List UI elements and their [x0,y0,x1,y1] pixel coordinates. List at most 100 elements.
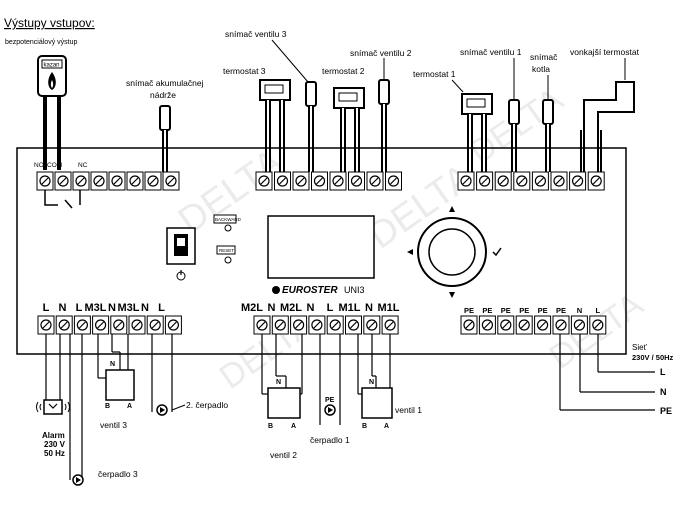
bottom-terminal-middle-7 [363,315,381,335]
valve-1-a: A [384,423,389,430]
label-snimac-ventilu-1: snímač ventilu 1 [460,47,522,57]
top-terminal-block-middle [255,171,402,191]
sensor-ventil-2-icon [378,58,390,172]
valve-2-a: A [291,423,296,430]
label-akum-2: nádrže [150,90,176,100]
bottom-terminal-left-6 [128,315,146,335]
bottom-terminal-middle-5 [326,315,344,335]
pump-1-pe: PE [325,397,335,404]
bottom-label-left-7: N [141,302,149,314]
label-siet-pe: PE [660,406,672,416]
bottom-terminal-right-2 [478,315,496,335]
bottom-label-middle-7: N [365,302,373,314]
top-terminal-right-6 [550,171,568,191]
bottom-label-left-6: M3L [118,302,140,314]
bottom-terminal-left-4 [92,315,110,335]
valve-2-n: N [276,379,281,386]
reset-label: RESET [219,248,234,253]
bottom-label-middle-2: N [268,302,276,314]
top-terminal-left-3 [72,171,90,191]
alarm-label-1: Alarm [42,431,65,440]
bottom-terminal-left-5 [110,315,128,335]
bottom-terminal-middle-3 [290,315,308,335]
bottom-terminal-middle-8 [381,315,399,335]
brand-name: EUROSTER [282,285,338,296]
bottom-terminal-left-3 [73,315,91,335]
top-terminal-right-3 [494,171,512,191]
label-ventil-2: ventil 2 [270,450,297,460]
power-icon [176,270,186,281]
bottom-label-left-8: L [158,302,165,314]
bottom-label-right-6: PE [556,306,566,315]
alarm-label-3: 50 Hz [44,449,65,458]
bottom-terminal-right-8 [589,315,607,335]
bottom-terminal-middle-6 [345,315,362,335]
bottom-label-left-2: N [59,302,67,314]
bottom-terminal-right-3 [497,315,515,335]
top-terminal-block-left [36,171,180,191]
outdoor-thermostat-icon [580,58,635,172]
bottom-label-right-5: PE [538,306,548,315]
bottom-label-left-5: N [108,302,116,314]
label-vonkajsi-termostat: vonkajší termostat [570,47,640,57]
thermostat-2-icon [333,87,365,172]
top-terminal-middle-4 [311,171,328,191]
bottom-label-right-2: PE [482,306,492,315]
bottom-label-right-4: PE [519,306,529,315]
sensor-ventil-3-icon [271,39,317,172]
bottom-terminal-middle-1 [253,315,271,335]
valve-3-n: N [110,361,115,368]
top-terminal-right-1 [457,171,475,191]
label-snimac-kotla-2: kotla [532,64,550,74]
bottom-label-middle-5: L [327,302,334,314]
valve-3-a: A [127,403,132,410]
valve-3-b: B [105,403,110,410]
top-terminal-middle-8 [385,171,402,191]
top-terminal-middle-6 [348,171,365,191]
bottom-terminal-right-1 [460,315,478,335]
top-terminal-middle-1 [255,171,273,191]
top-terminal-left-1 [36,171,54,191]
label-cerpadlo-2: 2. čerpadlo [186,400,228,410]
power-switch[interactable] [166,227,196,265]
bottom-label-middle-6: M1L [339,302,361,314]
top-terminal-right-2 [476,171,494,191]
pump-1-icon: PE [324,397,336,416]
bottom-terminal-middle-2 [271,315,289,335]
top-terminal-left-4 [90,171,108,191]
bottom-wiring [45,334,655,480]
top-terminal-middle-2 [274,171,291,191]
label-termostat-3: termostat 3 [223,66,266,76]
bottom-label-right-3: PE [501,306,511,315]
label-snimac-ventilu-3: snímač ventilu 3 [225,29,287,39]
reset-button[interactable]: RESET [216,245,236,264]
controller-body [16,147,627,355]
top-terminal-right-8 [587,171,605,191]
label-ventil-1: ventil 1 [395,405,422,415]
valve-2-b: B [268,423,273,430]
top-terminal-left-8 [162,171,180,191]
backward-button[interactable]: BACKWARD [213,214,242,232]
bottom-label-right-1: PE [464,306,474,315]
top-terminal-middle-7 [366,171,384,191]
sub-heading: bezpotenciálový výstup [5,39,77,46]
top-terminal-middle-5 [329,171,347,191]
bottom-terminal-left-8 [164,315,182,335]
rotary-knob[interactable] [407,206,502,298]
bottom-label-right-7: N [577,306,582,315]
bottom-terminal-block-left [37,315,182,335]
bottom-label-middle-4: N [307,302,315,314]
label-kazan: kazan [44,63,60,69]
bottom-terminal-right-7 [570,315,588,335]
bottom-terminal-right-4 [515,315,533,335]
valve-1-b: B [362,423,367,430]
valve-1-n: N [369,379,374,386]
top-terminal-right-7 [569,171,587,191]
label-siet-n: N [660,387,667,397]
model-name: UNI3 [344,285,365,295]
label-cerpadlo-1: čerpadlo 1 [310,435,350,445]
label-ventil-3: ventil 3 [100,420,127,430]
label-cerpadlo-3: čerpadlo 3 [98,469,138,479]
bottom-label-left-1: L [43,302,50,314]
bottom-label-middle-8: M1L [378,302,400,314]
